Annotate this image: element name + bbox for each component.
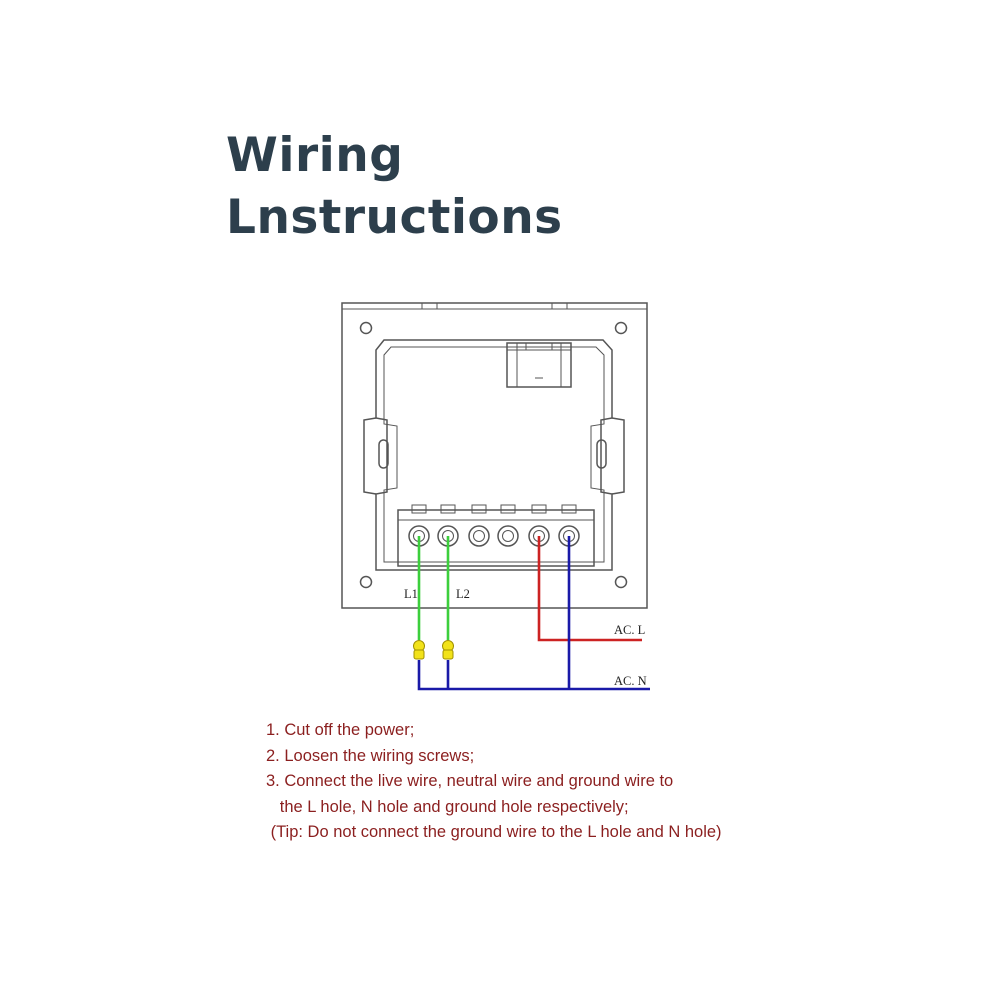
- instruction-list: 1. Cut off the power; 2. Loosen the wiri…: [266, 718, 722, 846]
- terminal-tab-2: [440, 504, 456, 514]
- mounting-hole-bottom-left: [359, 575, 373, 589]
- terminal-screw-4: [497, 525, 519, 547]
- instruction-step-3: 3. Connect the live wire, neutral wire a…: [266, 772, 674, 790]
- outer-plate: [341, 302, 648, 609]
- wire-live-red: [537, 536, 642, 642]
- terminal-tab-3: [471, 504, 487, 514]
- terminal-tab-6: [561, 504, 577, 514]
- terminal-tab-4: [500, 504, 516, 514]
- side-clip-left: [363, 417, 377, 495]
- wire-neutral-connectors-blue: [417, 660, 650, 691]
- side-clip-right: [611, 417, 625, 495]
- terminal-screw-head-4: [502, 530, 514, 542]
- label-l1: L1: [404, 587, 418, 601]
- instruction-step-1: 1. Cut off the power;: [266, 721, 415, 739]
- terminal-block: [397, 509, 595, 567]
- terminal-tab-5: [531, 504, 547, 514]
- instruction-tip: (Tip: Do not connect the ground wire to …: [266, 823, 722, 841]
- mounting-hole-top-right: [614, 321, 628, 335]
- mounting-hole-top-left: [359, 321, 373, 335]
- title-line-1: Wiring: [226, 128, 404, 183]
- instruction-step-2: 2. Loosen the wiring screws;: [266, 746, 475, 765]
- title-line-2: Lnstructions: [226, 190, 563, 245]
- terminal-tab-1: [411, 504, 427, 514]
- label-ac-n: AC. N: [614, 674, 647, 688]
- label-ac-l: AC. L: [614, 623, 645, 637]
- instruction-step-3-cont: the L hole, N hole and ground hole respe…: [266, 797, 629, 816]
- connector-l2: [442, 640, 454, 660]
- connector-l1: [413, 640, 425, 660]
- terminal-screw-head-3: [473, 530, 485, 542]
- top-connector-block: [506, 342, 572, 388]
- terminal-screw-3: [468, 525, 490, 547]
- mounting-hole-bottom-right: [614, 575, 628, 589]
- inner-body: [375, 339, 613, 571]
- label-l2: L2: [456, 587, 470, 601]
